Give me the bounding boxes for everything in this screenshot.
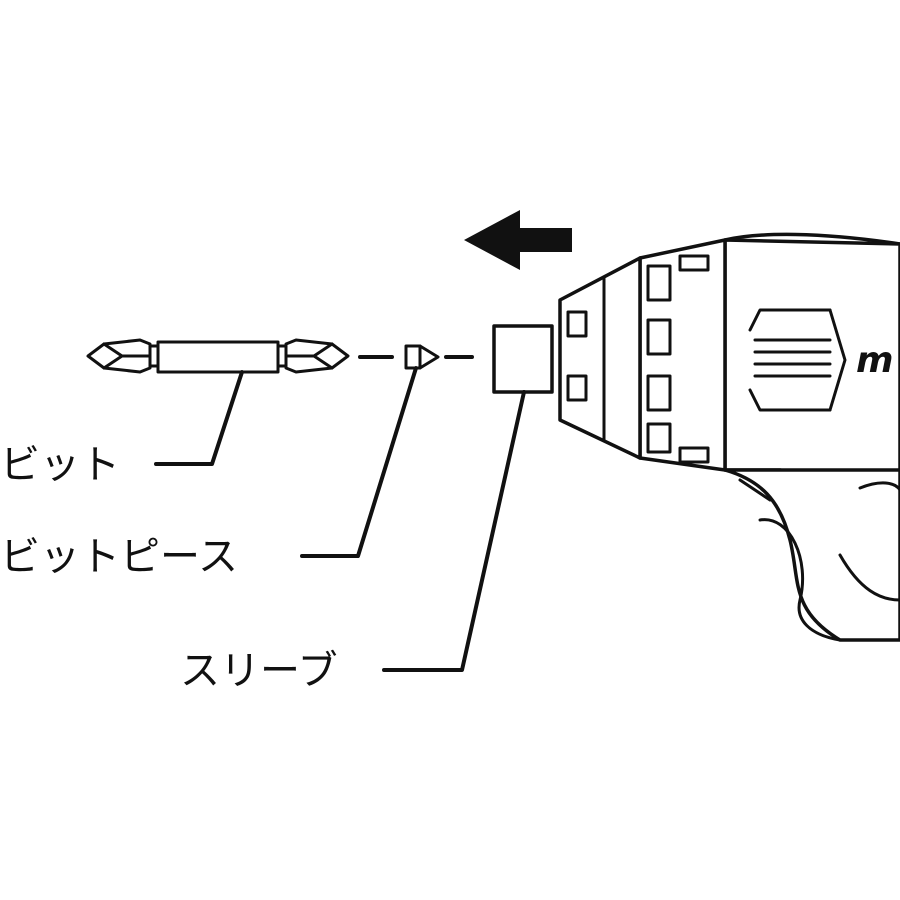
label-bit: ビット — [0, 442, 120, 488]
drill: m — [492, 232, 900, 642]
chuck-front-slots — [566, 310, 588, 402]
vent-grille — [748, 308, 847, 412]
arrow-left-icon — [464, 210, 572, 270]
leader-lines — [154, 366, 526, 672]
sleeve — [492, 324, 554, 394]
label-sleeve: スリーブ — [180, 648, 338, 694]
bit — [86, 338, 350, 374]
chuck-slots — [646, 254, 710, 464]
bit-piece — [404, 344, 440, 370]
brand-logo: m — [856, 340, 894, 381]
label-bit-piece: ビットピース — [0, 534, 238, 580]
